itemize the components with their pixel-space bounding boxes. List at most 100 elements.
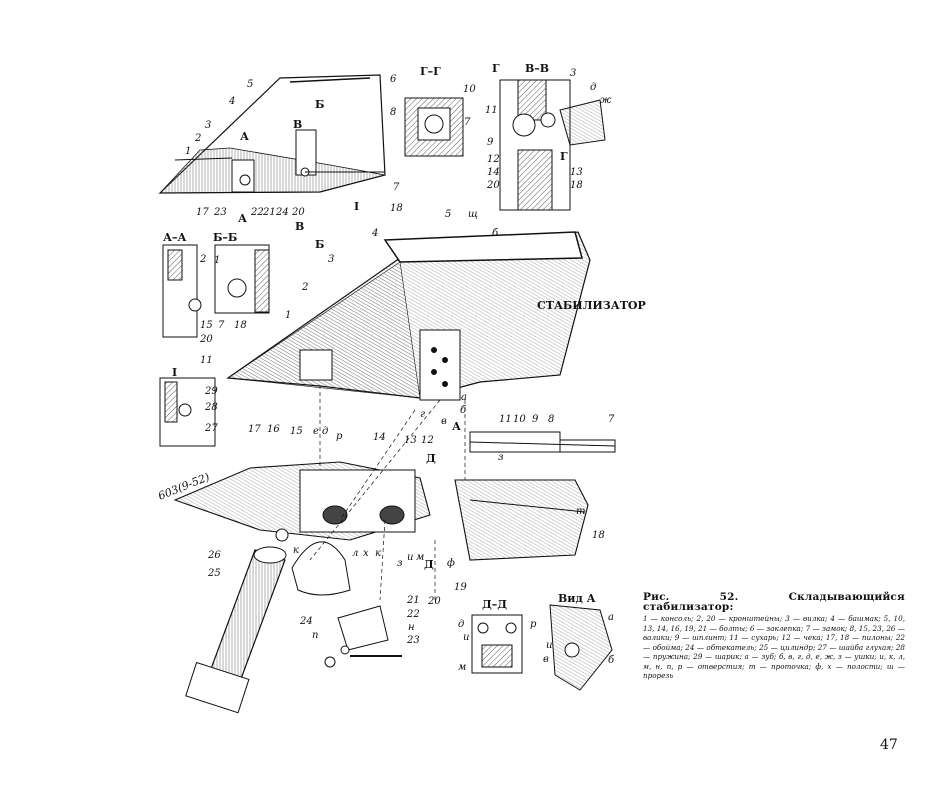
let-m-dd: м [458,662,466,673]
stabilizer-label: СТАБИЛИЗАТОР [537,299,646,312]
num-11-i: 11 [200,355,213,366]
title-view-a: Вид А [558,592,596,605]
view-a [549,604,613,691]
title-dd: Д–Д [482,598,507,611]
lock-assembly [469,431,616,453]
num-18-bb: 18 [234,320,247,331]
num-8-main: 8 [548,414,554,425]
num-7-gg: 7 [464,117,471,128]
num-2-aa: 2 [199,254,206,265]
cut-a-main: А [452,420,461,433]
let-v-view: в [543,654,549,665]
caption-title: Рис. 52. Складывающийся стабилизатор: [643,591,905,613]
num-23-top: 23 [213,207,227,218]
labels: Г–Г В–В А–А Б–Б Д–Д Вид А I I А А Б Б В … [156,62,645,673]
num-15-pylon: 15 [290,426,303,437]
let-zh-vv: ж [600,95,612,106]
num-21: 21 [406,595,420,606]
let-g-main: г [420,409,425,420]
section-vv [499,79,606,211]
num-24: 24 [299,616,313,627]
let-n-bracket: н [408,622,415,633]
num-26: 26 [207,550,221,561]
let-r-dd: р [530,619,537,630]
num-11-main: 11 [499,414,512,425]
num-5-top: 5 [247,79,253,90]
num-28-i: 28 [204,402,218,413]
section-dd [471,614,523,674]
let-shch-main: щ [468,209,478,220]
cut-b-top: Б [315,98,324,111]
let-m-pylon: м [416,552,424,563]
let-z-pylon: з [397,558,402,569]
cut-g-bottom: Г [560,150,568,163]
num-3-main: 3 [328,254,334,265]
num-24-top: 24 [275,207,289,218]
num-18-pylon: 18 [592,530,605,541]
num-13-main: 13 [404,435,417,446]
num-16-pylon: 16 [267,424,280,435]
let-t-pylon: т [576,506,585,517]
let-i-pylon: и [407,552,413,563]
num-6-top: 6 [390,74,397,85]
num-17-top: 17 [196,207,209,218]
detail-i [159,377,216,447]
let-r-pylon: р [336,431,343,442]
top-view-stabilizer [158,74,386,194]
title-bb: Б–Б [213,231,237,244]
let-d-vv: д [590,82,596,93]
let-kh-pylon: х [363,548,369,559]
main-stabilizer [226,231,591,401]
num-20-aa: 20 [199,334,213,345]
num-7-top: 7 [393,182,400,193]
num-18-top: 18 [390,203,403,214]
let-b-view: б [608,655,615,666]
num-7-main: 7 [608,414,615,425]
cut-a-top: А [240,130,249,143]
num-1-main: 1 [285,310,291,321]
assembly-lines [309,385,466,601]
let-p-bracket: п [312,630,318,641]
num-20-vv: 20 [486,180,500,191]
cut-b-bottom: Б [315,238,324,251]
num-21-top: 21 [262,207,276,218]
num-14-vv: 14 [487,167,500,178]
num-15-aa: 15 [200,320,213,331]
page-number: 47 [880,737,898,753]
title-detail-i: I [172,366,177,379]
num-5-main: 5 [445,209,451,220]
num-3-vv: 3 [570,68,576,79]
section-gg [404,97,464,157]
num-14-main: 14 [373,432,386,443]
section-aa [162,244,202,338]
cut-a-bottom: А [238,212,247,225]
let-d-dd: д [458,619,464,630]
fairing-24 [291,541,351,596]
cut-d-top: Д [426,452,436,465]
caption-legend: 1 — консоль; 2, 20 — кронштейны; 3 — вил… [643,614,905,680]
title-aa: А–А [163,231,186,244]
num-29-i: 29 [204,386,218,397]
num-18-vv: 18 [570,180,583,191]
let-a-main: а [461,392,467,403]
let-k2-pylon: к [375,548,381,559]
let-a-view: а [608,612,614,623]
num-3-top: 3 [205,120,211,131]
num-2-main: 2 [301,282,308,293]
num-9-main: 9 [532,414,539,425]
title-gg: Г–Г [420,65,441,78]
let-f-pylon: ф [447,558,455,569]
num-13-vv: 13 [570,167,583,178]
num-17-pylon: 17 [248,424,261,435]
pylon-assembly [173,461,589,561]
num-7-bb: 7 [218,320,225,331]
bracket-22 [324,605,402,668]
num-10-gg: 10 [463,84,476,95]
num-2-top: 2 [194,133,201,144]
num-1-top: 1 [185,146,191,157]
num-9-vv: 9 [487,137,494,148]
cut-v-top: В [293,118,302,131]
let-i-dd: и [463,632,469,643]
num-19-pylon: 19 [454,582,467,593]
